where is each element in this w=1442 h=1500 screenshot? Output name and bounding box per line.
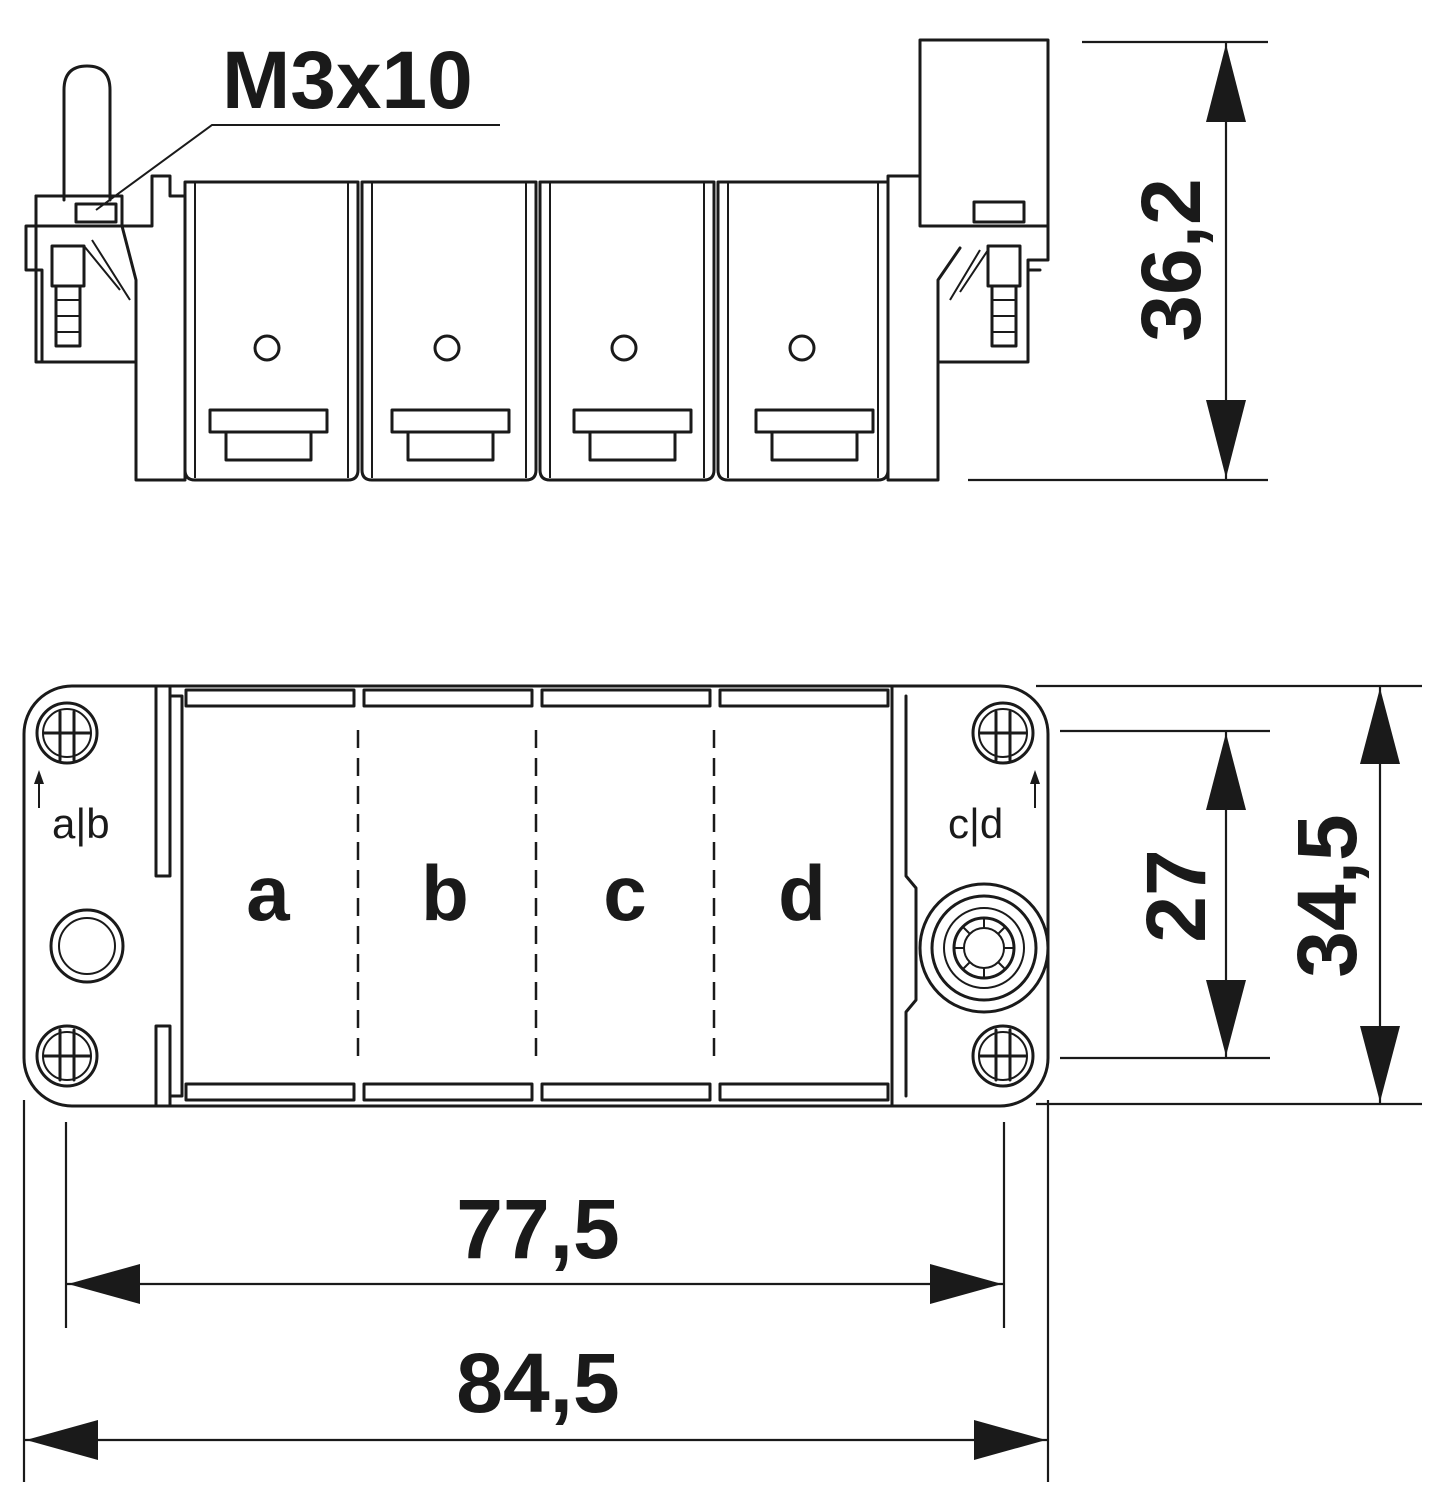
frame-outline: [22, 684, 1050, 1108]
outer-height-dimension: 34,5: [1036, 684, 1422, 1106]
module-bay-c: [538, 180, 716, 482]
slot-label-d: d: [778, 849, 826, 937]
screw-bottom-right-icon: [971, 1024, 1035, 1088]
module-bay-d: [716, 180, 890, 482]
screw-spec-label: M3x10: [222, 35, 473, 126]
left-flange-detail: [24, 194, 138, 364]
right-flange: [886, 38, 1050, 482]
left-screw-nut: [74, 202, 118, 224]
slot-dividers: [356, 730, 716, 1060]
front-view: a b c d: [22, 684, 1422, 1482]
right-screw-nut: [972, 200, 1026, 224]
ground-terminal-icon: [918, 882, 1050, 1014]
right-screw-threads: [949, 249, 1016, 333]
inner-width-dim-label: 77,5: [456, 1182, 620, 1276]
inner-height-dim-label: 27: [1129, 849, 1223, 942]
module-bay-a: [183, 180, 360, 482]
screw-top-right-icon: [971, 701, 1035, 765]
bottom-rails: [184, 1082, 890, 1102]
outer-width-dim-label: 84,5: [456, 1336, 620, 1430]
right-slot-marking: c|d: [948, 800, 1003, 847]
inner-width-dimension: 77,5: [64, 1122, 1006, 1328]
height-dimension: 36,2: [968, 40, 1268, 482]
left-flange-wall: [154, 684, 184, 1108]
module-bay-b: [360, 180, 538, 482]
left-screw-threads: [56, 239, 131, 333]
slot-label-c: c: [603, 849, 646, 937]
screw-rod: [62, 64, 112, 202]
side-view: M3x10 36,2: [24, 35, 1268, 482]
slot-label-b: b: [421, 849, 469, 937]
right-screw-body: [986, 244, 1022, 288]
slot-label-a: a: [246, 849, 290, 937]
right-orientation-arrowhead-icon: [1030, 770, 1040, 784]
outer-width-dimension: 84,5: [22, 1100, 1050, 1482]
coding-hole-icon: [49, 908, 125, 984]
module-bays: [183, 180, 890, 482]
screw-top-left-icon: [35, 701, 99, 765]
inner-height-dimension: 27: [1060, 729, 1270, 1060]
right-flange-detail: [918, 174, 1050, 364]
height-dim-label: 36,2: [1124, 178, 1218, 342]
left-screw-body: [50, 244, 86, 288]
right-flange-wall: [890, 684, 918, 1108]
top-rails: [184, 688, 890, 708]
outer-height-dim-label: 34,5: [1280, 814, 1374, 978]
screw-leader-line: [95, 124, 500, 211]
left-slot-marking: a|b: [52, 800, 110, 847]
screw-bottom-left-icon: [35, 1024, 99, 1088]
left-orientation-arrowhead-icon: [34, 770, 44, 784]
